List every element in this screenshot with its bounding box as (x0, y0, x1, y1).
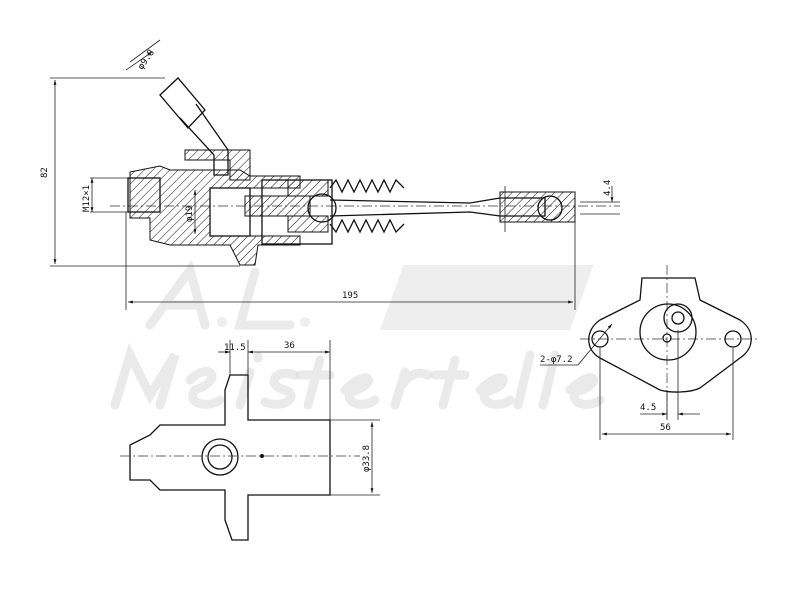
side-view-dimensions: 82 φ9.8 M12×1 φ19 4.4 195 (40, 39, 620, 310)
dim-offset: 4.5 (640, 403, 656, 413)
side-section-view (110, 77, 620, 266)
dim-rod-end: 4.4 (603, 180, 613, 196)
dim-height: 82 (40, 167, 50, 178)
dim-mount-holes: 2-φ7.2 (540, 355, 573, 365)
dim-body-length: 36 (284, 341, 295, 351)
front-view: 11.5 36 φ33.8 (120, 340, 380, 541)
dim-hole-spacing: 56 (660, 423, 671, 433)
end-view: 56 4.5 2-φ7.2 (540, 265, 760, 440)
dim-bore: φ19 (185, 206, 195, 222)
dim-hose-diameter: φ9.8 (136, 48, 157, 72)
dim-overall-length: 195 (342, 291, 358, 301)
dim-body-diameter: φ33.8 (362, 445, 372, 472)
dim-flange-thickness: 11.5 (224, 343, 246, 353)
dim-thread: M12×1 (82, 185, 92, 212)
watermark-logo (110, 259, 605, 410)
